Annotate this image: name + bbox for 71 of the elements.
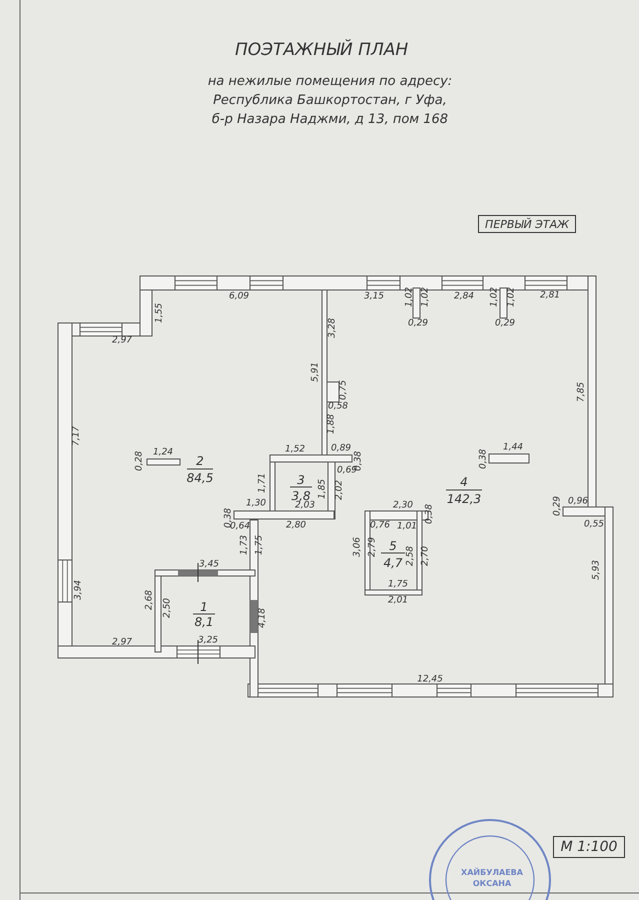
dimension-label: 1,75 [256,534,264,556]
dimension-label: 12,45 [417,676,443,684]
stamp-text: ОКСАНА [472,880,512,888]
dimension-label: 2,80 [286,522,306,530]
dimension-label: 2,58 [406,546,416,566]
dimension-label: 2,97 [112,336,132,346]
room-area: 3,8 [291,490,311,502]
dimension-label: 1,24 [152,448,174,458]
dimension-label: 1,85 [318,478,328,500]
dimension-label: 5,93 [592,560,602,580]
dimension-label: 0,38 [426,504,434,524]
dimension-label: 6,09 [228,292,250,302]
dimension-label: 2,68 [146,590,154,610]
dimension-label: 1,52 [284,446,306,454]
room-number: 4 [460,476,468,488]
dimension-label: 0,28 [136,450,144,472]
dimension-label: 7,17 [72,426,82,446]
room-number: 2 [196,455,204,467]
dimension-label: 1,01 [396,522,418,532]
dimension-label: 3,25 [198,636,218,646]
dimension-label: 0,96 [568,498,588,506]
dimension-label: 2,84 [454,292,474,302]
dimension-label: 0,29 [494,320,516,328]
scale-label: М 1:100 [553,836,625,858]
room-area: 84,5 [186,472,214,484]
room-number: 5 [389,540,397,552]
floor-label: ПЕРВЫЙ ЭТАЖ [478,215,576,233]
stamp-text: ХАЙБУЛАЕВА [461,869,523,877]
dimension-label: 2,01 [388,596,408,606]
dimension-label: 1,02 [422,286,430,308]
dimension-label: 2,30 [392,502,414,510]
dimension-label: 1,44 [502,444,524,452]
dimension-label: 2,97 [112,638,132,648]
room-area: 8,1 [194,616,214,628]
dimension-label: 1,75 [388,580,408,590]
dimension-label: 3,15 [364,292,384,302]
dimension-label: 3,28 [328,318,338,338]
dimension-label: 0,29 [408,320,428,328]
room-area: 4,7 [383,557,403,569]
dimension-label: 0,38 [354,450,364,472]
dimension-label: 1,02 [490,286,500,308]
dimension-label: 2,02 [336,480,344,500]
dimension-label: 1,30 [246,500,266,508]
dimension-label: 3,94 [74,580,84,600]
room-number: 1 [200,601,208,613]
dimension-label: 1,73 [240,534,250,556]
dimension-label: 0,89 [330,444,352,454]
dimension-label: 1,02 [406,286,414,308]
room-area: 142,3 [446,493,482,505]
dimension-label: 0,29 [554,496,562,516]
dimension-label: 2,79 [368,536,378,558]
dimension-label: 2,03 [294,502,316,510]
dimension-label: 7,85 [578,382,586,402]
dimension-label: 0,55 [584,520,604,530]
dimension-label: 0,64 [230,522,250,532]
room-number: 3 [297,474,305,486]
dimension-label: 0,38 [480,448,488,470]
dimension-label: 2,50 [164,598,172,618]
dimension-label: 0,58 [328,402,348,412]
dimension-label: 0,76 [370,522,390,530]
dimension-label: 3,45 [198,560,220,570]
dimension-label: 1,55 [156,302,164,324]
dimension-label: 3,06 [354,536,362,558]
dimension-label: 2,70 [422,546,430,566]
address-text: на нежилые помещения по адресу: Республика Башкортостан, г Уфа, б-р Назара Наджми, д 13, пом 168 [206,73,454,129]
dimension-label: 1,88 [328,414,336,434]
dimension-label: 2,81 [540,292,560,300]
dimension-label: 5,91 [312,362,320,382]
dimension-label: 0,75 [340,380,348,400]
dimension-label: 1,71 [258,472,268,494]
dimension-label: 4,18 [258,608,268,628]
